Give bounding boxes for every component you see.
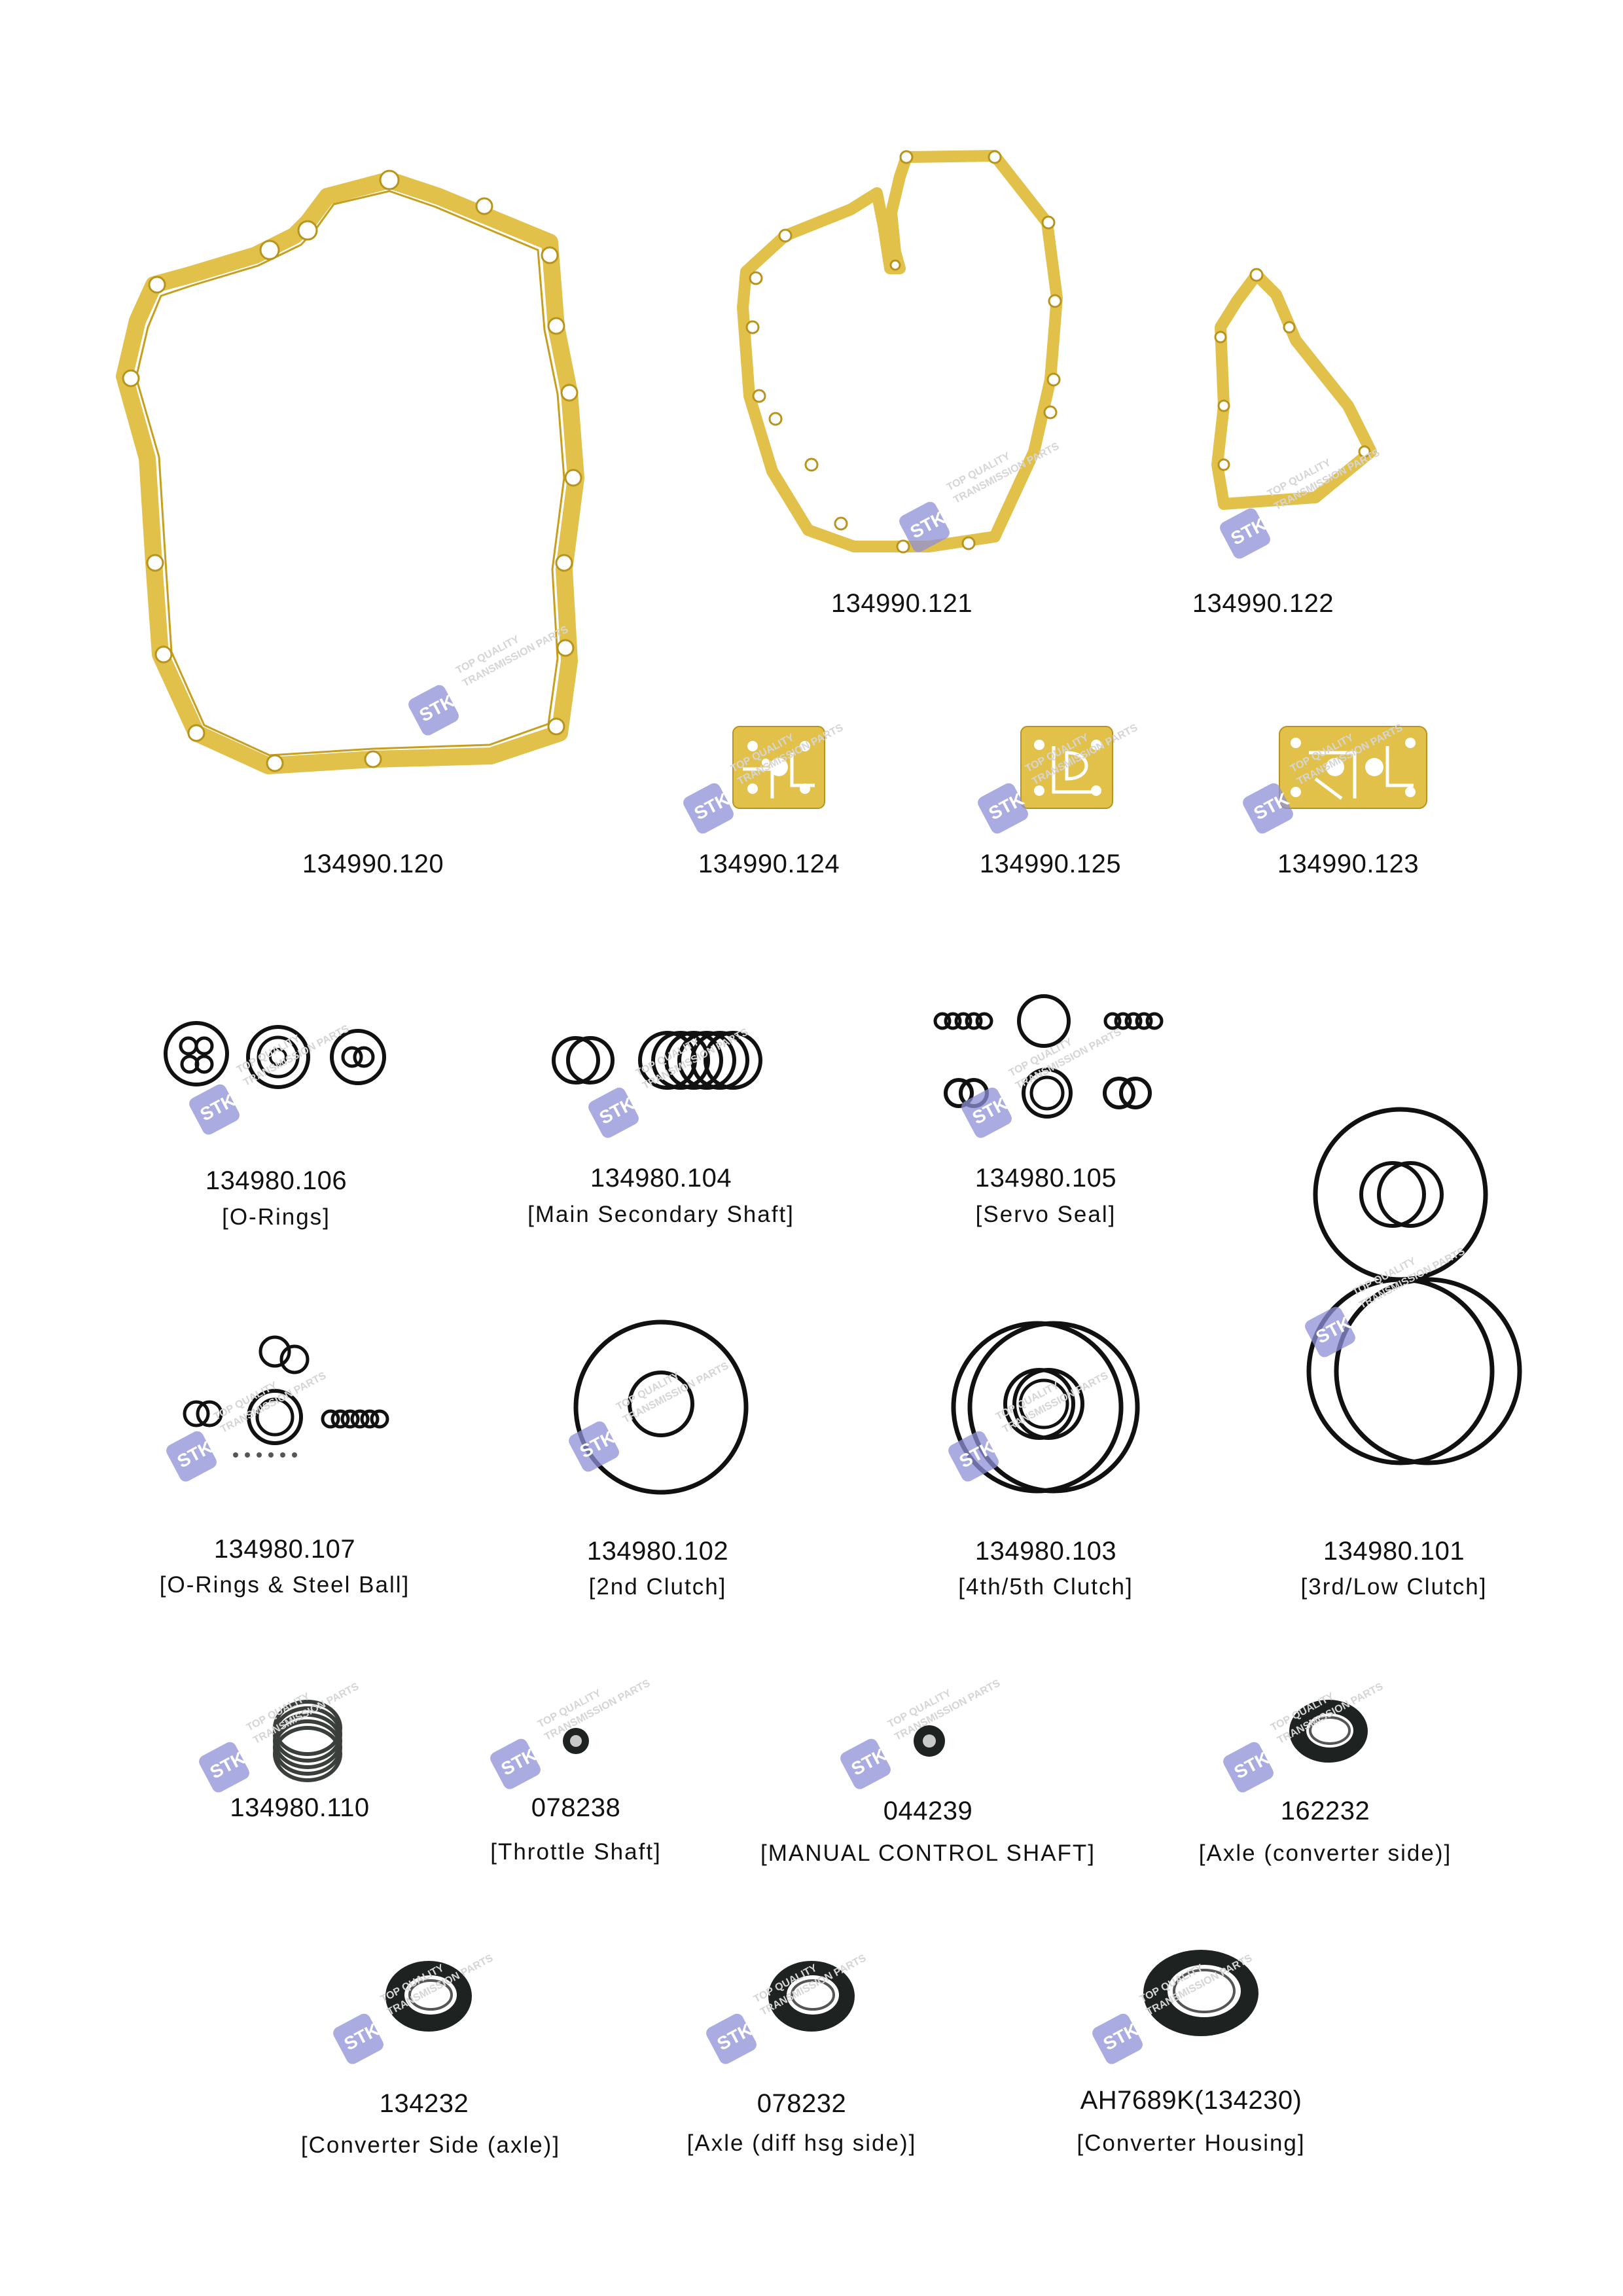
- o-ring-kit-134980-105-shape: TOP QUALITY TRANSMISSION PARTS STK: [933, 994, 1164, 1138]
- gasket-134990-122-shape: TOP QUALITY TRANSMISSION PARTS STK: [1211, 268, 1382, 559]
- o-ring-kit-134980-103-shape: TOP QUALITY TRANSMISSION PARTS STK: [948, 1321, 1140, 1494]
- part-code: 134980.103: [974, 1537, 1117, 1566]
- part-description: [Axle (diff hsg side)]: [687, 2130, 917, 2156]
- part-code: 134980.101: [1323, 1537, 1465, 1566]
- part-code: 134980.107: [213, 1535, 356, 1564]
- part-code: 134980.104: [590, 1164, 732, 1193]
- part-description: [4th/5th Clutch]: [958, 1574, 1133, 1600]
- oil-seal-078232-shape: TOP QUALITY TRANSMISSION PARTS STK: [706, 1952, 868, 2064]
- oil-seal-ah7689k-image: TOP QUALITY TRANSMISSION PARTS STK: [1086, 1937, 1309, 2064]
- oil-seal-044239-image: TOP QUALITY TRANSMISSION PARTS STK: [838, 1677, 1034, 1789]
- gasket-134990-125-shape: TOP QUALITY TRANSMISSION PARTS STK: [978, 722, 1140, 834]
- part-code: 134990.123: [1277, 850, 1419, 878]
- oil-seal-ah7689k-shape: TOP QUALITY TRANSMISSION PARTS STK: [1092, 1950, 1258, 2064]
- oil-seal-044239-shape: TOP QUALITY TRANSMISSION PARTS STK: [840, 1677, 1003, 1789]
- part-code: 134980.105: [974, 1164, 1117, 1193]
- o-ring-kit-134980-104-image: TOP QUALITY TRANSMISSION PARTS STK: [537, 1001, 798, 1152]
- part-code: 134990.124: [698, 850, 840, 878]
- oil-seal-078238-shape: TOP QUALITY TRANSMISSION PARTS STK: [490, 1677, 652, 1789]
- part-description: [3rd/Low Clutch]: [1300, 1574, 1488, 1600]
- part-description: [Throttle Shaft]: [490, 1839, 662, 1865]
- part-description: [MANUAL CONTROL SHAFT]: [760, 1840, 1096, 1866]
- oil-seal-078232-image: TOP QUALITY TRANSMISSION PARTS STK: [700, 1944, 910, 2064]
- part-code: 134990.120: [302, 850, 444, 878]
- o-ring-kit-134980-103-image: TOP QUALITY TRANSMISSION PARTS STK: [923, 1309, 1171, 1505]
- sealing-ring-set-134980-110-shape: TOP QUALITY TRANSMISSION PARTS STK: [199, 1681, 361, 1793]
- sealing-ring-set-134980-110-image: TOP QUALITY TRANSMISSION PARTS STK: [190, 1676, 399, 1793]
- part-code: 078232: [757, 2089, 847, 2118]
- part-code: 044239: [883, 1797, 973, 1825]
- part-description: [Servo Seal]: [975, 1202, 1116, 1227]
- part-code: 134990.121: [830, 589, 973, 618]
- gasket-134990-120-image: TOP QUALITY TRANSMISSION PARTS STK: [98, 144, 622, 798]
- oil-seal-162232-image: TOP QUALITY TRANSMISSION PARTS STK: [1217, 1681, 1427, 1793]
- part-description: [Main Secondary Shaft]: [527, 1202, 794, 1227]
- gasket-134990-121-image: TOP QUALITY TRANSMISSION PARTS STK: [720, 137, 1086, 569]
- o-ring-kit-134980-107-image: TOP QUALITY TRANSMISSION PARTS STK: [157, 1322, 419, 1492]
- o-ring-kit-134980-101-image: TOP QUALITY TRANSMISSION PARTS STK: [1283, 1086, 1525, 1479]
- oil-seal-078238-image: TOP QUALITY TRANSMISSION PARTS STK: [484, 1677, 681, 1789]
- o-ring-kit-134980-102-shape: TOP QUALITY TRANSMISSION PARTS STK: [569, 1319, 749, 1495]
- part-description: [Converter Side (axle)]: [300, 2132, 561, 2158]
- o-ring-kit-134980-105-image: TOP QUALITY TRANSMISSION PARTS STK: [916, 982, 1191, 1152]
- part-description: [Axle (converter side)]: [1198, 1840, 1452, 1866]
- gasket-134990-123-image: TOP QUALITY TRANSMISSION PARTS STK: [1230, 707, 1440, 851]
- part-code: 134980.110: [230, 1793, 370, 1822]
- part-code: 134990.125: [979, 850, 1122, 878]
- oil-seal-162232-shape: TOP QUALITY TRANSMISSION PARTS STK: [1223, 1681, 1385, 1793]
- part-description: [O-Rings & Steel Ball]: [159, 1572, 410, 1598]
- oil-seal-134232-image: TOP QUALITY TRANSMISSION PARTS STK: [327, 1944, 537, 2064]
- part-code: 134990.122: [1192, 589, 1334, 618]
- part-code: AH7689K(134230): [1080, 2086, 1302, 2115]
- o-ring-kit-134980-101-shape: TOP QUALITY TRANSMISSION PARTS STK: [1305, 1107, 1522, 1465]
- part-code: 078238: [531, 1793, 621, 1822]
- o-ring-kit-134980-107-shape: TOP QUALITY TRANSMISSION PARTS STK: [166, 1335, 389, 1482]
- gasket-134990-124-shape: TOP QUALITY TRANSMISSION PARTS STK: [683, 722, 846, 834]
- part-code: 134232: [379, 2089, 469, 2118]
- part-description: [2nd Clutch]: [588, 1574, 727, 1600]
- gasket-134990-120-shape: TOP QUALITY TRANSMISSION PARTS STK: [116, 170, 584, 774]
- gasket-134990-122-image: TOP QUALITY TRANSMISSION PARTS STK: [1191, 255, 1414, 559]
- part-code: 134980.106: [205, 1166, 348, 1195]
- part-description: [Converter Housing]: [1077, 2130, 1306, 2156]
- gasket-134990-125-image: TOP QUALITY TRANSMISSION PARTS STK: [962, 707, 1171, 851]
- gasket-134990-123-shape: TOP QUALITY TRANSMISSION PARTS STK: [1243, 722, 1427, 834]
- o-ring-kit-134980-102-image: TOP QUALITY TRANSMISSION PARTS STK: [563, 1309, 772, 1505]
- part-code: 134980.102: [586, 1537, 729, 1566]
- gasket-134990-124-image: TOP QUALITY TRANSMISSION PARTS STK: [668, 707, 877, 851]
- o-ring-kit-134980-106-shape: TOP QUALITY TRANSMISSION PARTS STK: [164, 1021, 386, 1135]
- o-ring-kit-134980-104-shape: TOP QUALITY TRANSMISSION PARTS STK: [552, 1026, 762, 1138]
- o-ring-kit-134980-106-image: TOP QUALITY TRANSMISSION PARTS STK: [157, 1001, 406, 1152]
- gasket-134990-121-shape: TOP QUALITY TRANSMISSION PARTS STK: [737, 150, 1063, 554]
- oil-seal-134232-shape: TOP QUALITY TRANSMISSION PARTS STK: [333, 1952, 495, 2064]
- part-code: 162232: [1280, 1797, 1370, 1825]
- part-description: [O-Rings]: [222, 1204, 330, 1230]
